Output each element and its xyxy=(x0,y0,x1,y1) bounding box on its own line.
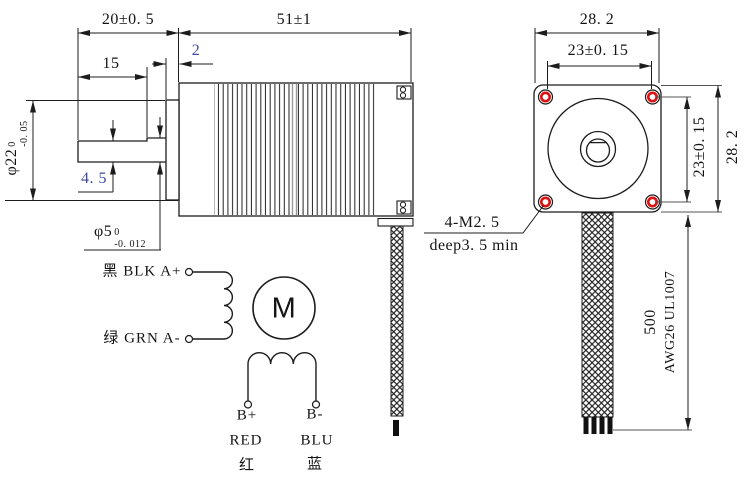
dim-hole-spacing-vertical: 23±0. 15 xyxy=(691,116,708,178)
pilot-diameter-value: φ22 xyxy=(3,148,20,176)
side-view xyxy=(77,82,414,436)
wire-label-b-negative: B- xyxy=(306,406,324,423)
cable-tip xyxy=(393,420,399,436)
rear-screw-icon xyxy=(396,200,412,215)
motor-symbol-circle xyxy=(252,276,316,340)
lead-wires xyxy=(583,417,613,434)
dim-flat-height: 4. 5 xyxy=(81,170,107,187)
dim-flat-length: 15 xyxy=(102,55,120,72)
wire-color-b-positive-cn: 红 xyxy=(238,457,256,474)
body-circle xyxy=(547,97,649,200)
dim-body-width: 28. 2 xyxy=(579,11,615,28)
terminal-a-positive xyxy=(184,267,194,277)
shaft-circle xyxy=(585,138,611,163)
hub-circle xyxy=(579,130,617,168)
rear-screw-icon xyxy=(396,85,412,100)
wiring-schematic xyxy=(184,267,321,409)
wire-color-b-negative-cn: 蓝 xyxy=(306,456,324,473)
terminal-b-positive xyxy=(243,400,253,409)
dim-body-height: 28. 2 xyxy=(724,129,741,165)
wire-label-b-positive: B+ xyxy=(236,407,258,424)
terminal-b-negative xyxy=(311,400,321,409)
side-view-dimensions xyxy=(5,28,412,251)
shaft-diameter-value: φ5 xyxy=(93,223,113,240)
front-view xyxy=(533,84,662,434)
wire-color-b-negative-en: BLU xyxy=(300,432,334,449)
mounting-holes xyxy=(537,89,661,210)
wire-label-a-positive: 黑 BLK A+ xyxy=(102,263,182,280)
dim-body-length: 51±1 xyxy=(276,11,312,28)
front-flange xyxy=(533,84,662,213)
coil-phase-a xyxy=(192,271,233,340)
dim-pilot-boss-length: 2 xyxy=(191,42,201,59)
motor-symbol-letter: M xyxy=(271,292,297,325)
cable-spec-label: AWG26 UL1007 xyxy=(663,270,678,374)
hole-note-leader xyxy=(424,205,544,234)
side-view-cable xyxy=(390,225,404,417)
wire-label-a-negative: 绿 GRN A- xyxy=(103,330,181,347)
motor-shaft xyxy=(77,137,166,163)
note-mounting-holes-depth: deep3. 5 min xyxy=(429,237,519,254)
dim-shaft-length: 20±0. 5 xyxy=(101,11,155,28)
front-view-cable xyxy=(581,212,614,418)
wire-color-b-positive-en: RED xyxy=(229,432,263,449)
front-view-dimensions xyxy=(424,28,722,431)
coil-phase-b xyxy=(247,352,317,401)
pilot-boss xyxy=(165,99,180,201)
cable-exit xyxy=(377,217,414,227)
note-mounting-holes: 4-M2. 5 xyxy=(444,214,500,231)
terminal-a-negative xyxy=(184,334,194,344)
dim-hole-spacing-horizontal: 23±0. 15 xyxy=(567,42,629,59)
dim-lead-length: 500 xyxy=(642,309,659,335)
